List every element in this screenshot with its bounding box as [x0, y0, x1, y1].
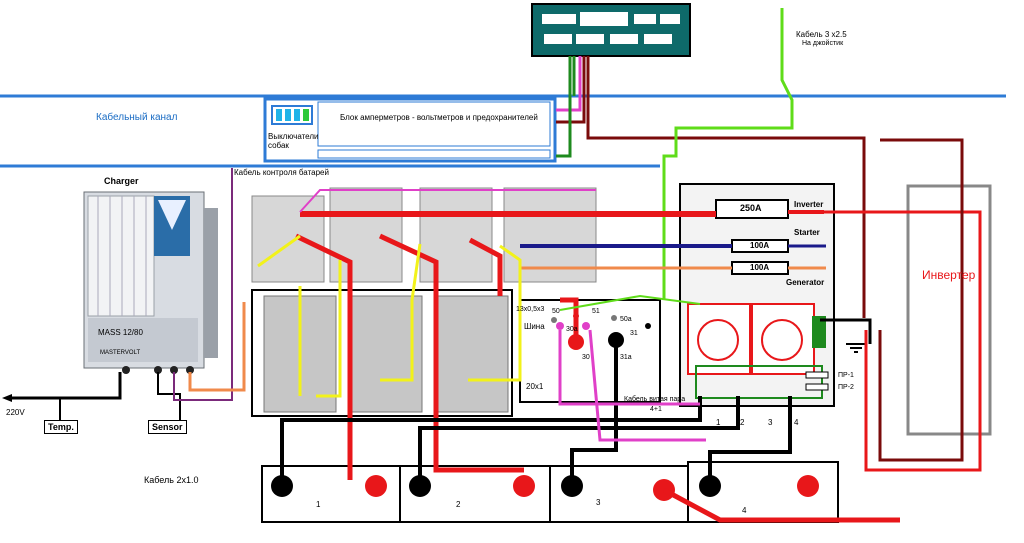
- joystick-label: На джойстик: [802, 40, 844, 47]
- charger-brand: MASTERVOLT: [100, 350, 141, 356]
- battery-3-label: 3: [596, 498, 601, 507]
- cable-2x1-label: Кабель 2х1.0: [144, 475, 199, 485]
- cable-3x25-label: Кабель 3 х2.5: [796, 30, 847, 39]
- charger-label: Charger: [104, 176, 139, 186]
- meter-block-label: Блок амперметров - вольтметров и предохр…: [340, 113, 538, 122]
- twisted-pair-label: Кабель витая пара: [624, 396, 686, 403]
- battery-4-label: 4: [742, 506, 747, 515]
- term-30a: 30а: [566, 326, 578, 333]
- cable-20x1-label: 20х1: [526, 382, 544, 391]
- battery-cable-label: Кабель контроля батарей: [234, 168, 329, 177]
- starter-label: Starter: [794, 228, 820, 237]
- cable-13x-label: 13х0,5х3: [516, 306, 545, 313]
- control-panel: [531, 3, 691, 57]
- term-50: 50: [552, 308, 560, 315]
- fuse-250: [715, 199, 789, 219]
- terminal-box: [519, 299, 661, 403]
- bus-label: Шина: [524, 322, 545, 331]
- wire-num-4: 4: [794, 418, 799, 427]
- lower-relays: [251, 289, 513, 417]
- pr1-label: ПР-1: [838, 372, 854, 379]
- switches-label: Выключатели собак: [268, 132, 319, 150]
- fuse-100a-label: 100A: [750, 241, 770, 250]
- wire-num-2: 2: [740, 418, 745, 427]
- charger-unit: [83, 191, 218, 374]
- term-31: 31: [630, 330, 638, 337]
- term-50a: 50а: [620, 316, 632, 323]
- battery-2-label: 2: [456, 500, 461, 509]
- fuse-250-label: 250A: [740, 203, 762, 213]
- charger-model: MASS 12/80: [98, 328, 143, 337]
- generator-label: Generator: [786, 278, 825, 287]
- inverter-label: Инвертер: [922, 268, 976, 282]
- term-31a: 31а: [620, 354, 632, 361]
- twisted-pair-spec: 4+1: [650, 406, 662, 413]
- upper-relays: [251, 187, 597, 283]
- inverter: [906, 184, 992, 436]
- battery-terminals: [271, 475, 819, 501]
- switch-icons: [271, 105, 313, 125]
- inverter-arrow-label: Inverter: [794, 200, 824, 209]
- voltage-label: 220V: [6, 408, 25, 417]
- term-30: 30: [582, 354, 590, 361]
- sensor-box: Sensor: [148, 420, 187, 434]
- battery-1-label: 1: [316, 500, 321, 509]
- cable-channel-label: Кабельный канал: [96, 112, 178, 123]
- fuse-100b-label: 100A: [750, 263, 770, 272]
- term-51: 51: [592, 308, 600, 315]
- wire-num-3: 3: [768, 418, 773, 427]
- temp-sensor-box: Temp.: [44, 420, 78, 434]
- wire-num-1: 1: [716, 418, 721, 427]
- pr2-label: ПР-2: [838, 384, 854, 391]
